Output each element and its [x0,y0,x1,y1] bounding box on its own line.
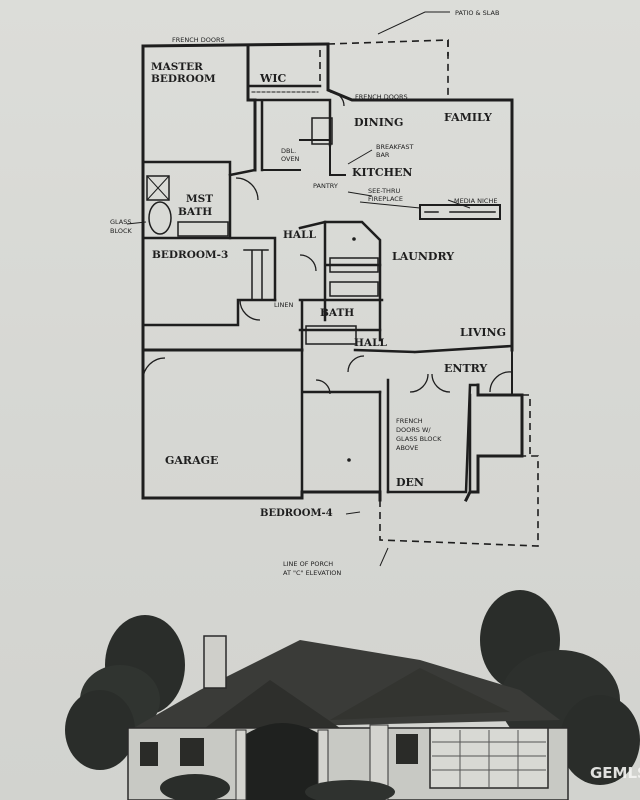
note-den-doors-4: ABOVE [396,444,418,452]
note-den-doors-2: DOORS W/ [396,426,431,434]
label-bedroom-3: BEDROOM-3 [152,249,228,261]
note-porch-1: LINE OF PORCH [283,560,333,568]
label-entry: ENTRY [444,362,487,375]
watermark-logo: GEMLS [590,764,640,782]
note-breakfast-2: BAR [376,151,390,159]
note-oven-2: OVEN [281,155,300,163]
note-glass-block-1: GLASS [110,218,132,226]
room-center-marks [347,237,356,462]
note-linen: LINEN [274,301,294,309]
label-laundry: LAUNDRY [392,250,454,263]
label-bedroom-4: BEDROOM-4 [260,508,333,519]
label-hall-upper: HALL [283,229,316,241]
label-mst-bath-2: BATH [178,206,212,218]
label-mst-bath-1: MST [186,193,213,205]
note-den-doors-3: GLASS BLOCK [396,435,442,443]
note-media-niche: MEDIA NICHE [454,197,497,205]
note-breakfast-1: BREAKFAST [376,143,414,151]
label-master-bedroom-1: MASTER [151,61,203,73]
label-hall-lower: HALL [354,337,387,349]
label-den: DEN [396,476,424,489]
label-garage: GARAGE [165,454,218,467]
plan-notes: PATIO & SLAB FRENCH DOORS FRENCH DOORS D… [110,9,499,577]
label-dining: DINING [354,116,403,129]
note-glass-block-2: BLOCK [110,227,133,235]
note-den-doors-1: FRENCH [396,417,423,425]
note-fireplace-1: SEE-THRU [368,187,400,195]
note-oven-1: DBL. [281,147,296,155]
leader-lines [126,11,471,567]
label-kitchen: KITCHEN [352,166,412,179]
note-porch-2: AT "C" ELEVATION [283,569,341,577]
label-living: LIVING [460,326,506,339]
note-french-doors-dining: FRENCH DOORS [355,93,408,101]
label-master-bedroom-2: BEDROOM [151,73,216,85]
house-elevation [65,590,640,800]
label-bath: BATH [320,307,354,319]
note-patio: PATIO & SLAB [455,9,499,17]
note-fireplace-2: FIREPLACE [368,195,403,203]
room-labels: MASTER BEDROOM WIC DINING FAMILY KITCHEN… [151,61,506,519]
label-family: FAMILY [444,111,492,124]
dashed-outlines [319,39,539,547]
note-pantry: PANTRY [313,182,338,190]
label-wic: WIC [259,72,286,85]
door-swings [142,91,513,395]
walls [141,42,524,503]
note-french-doors-top: FRENCH DOORS [172,36,225,44]
